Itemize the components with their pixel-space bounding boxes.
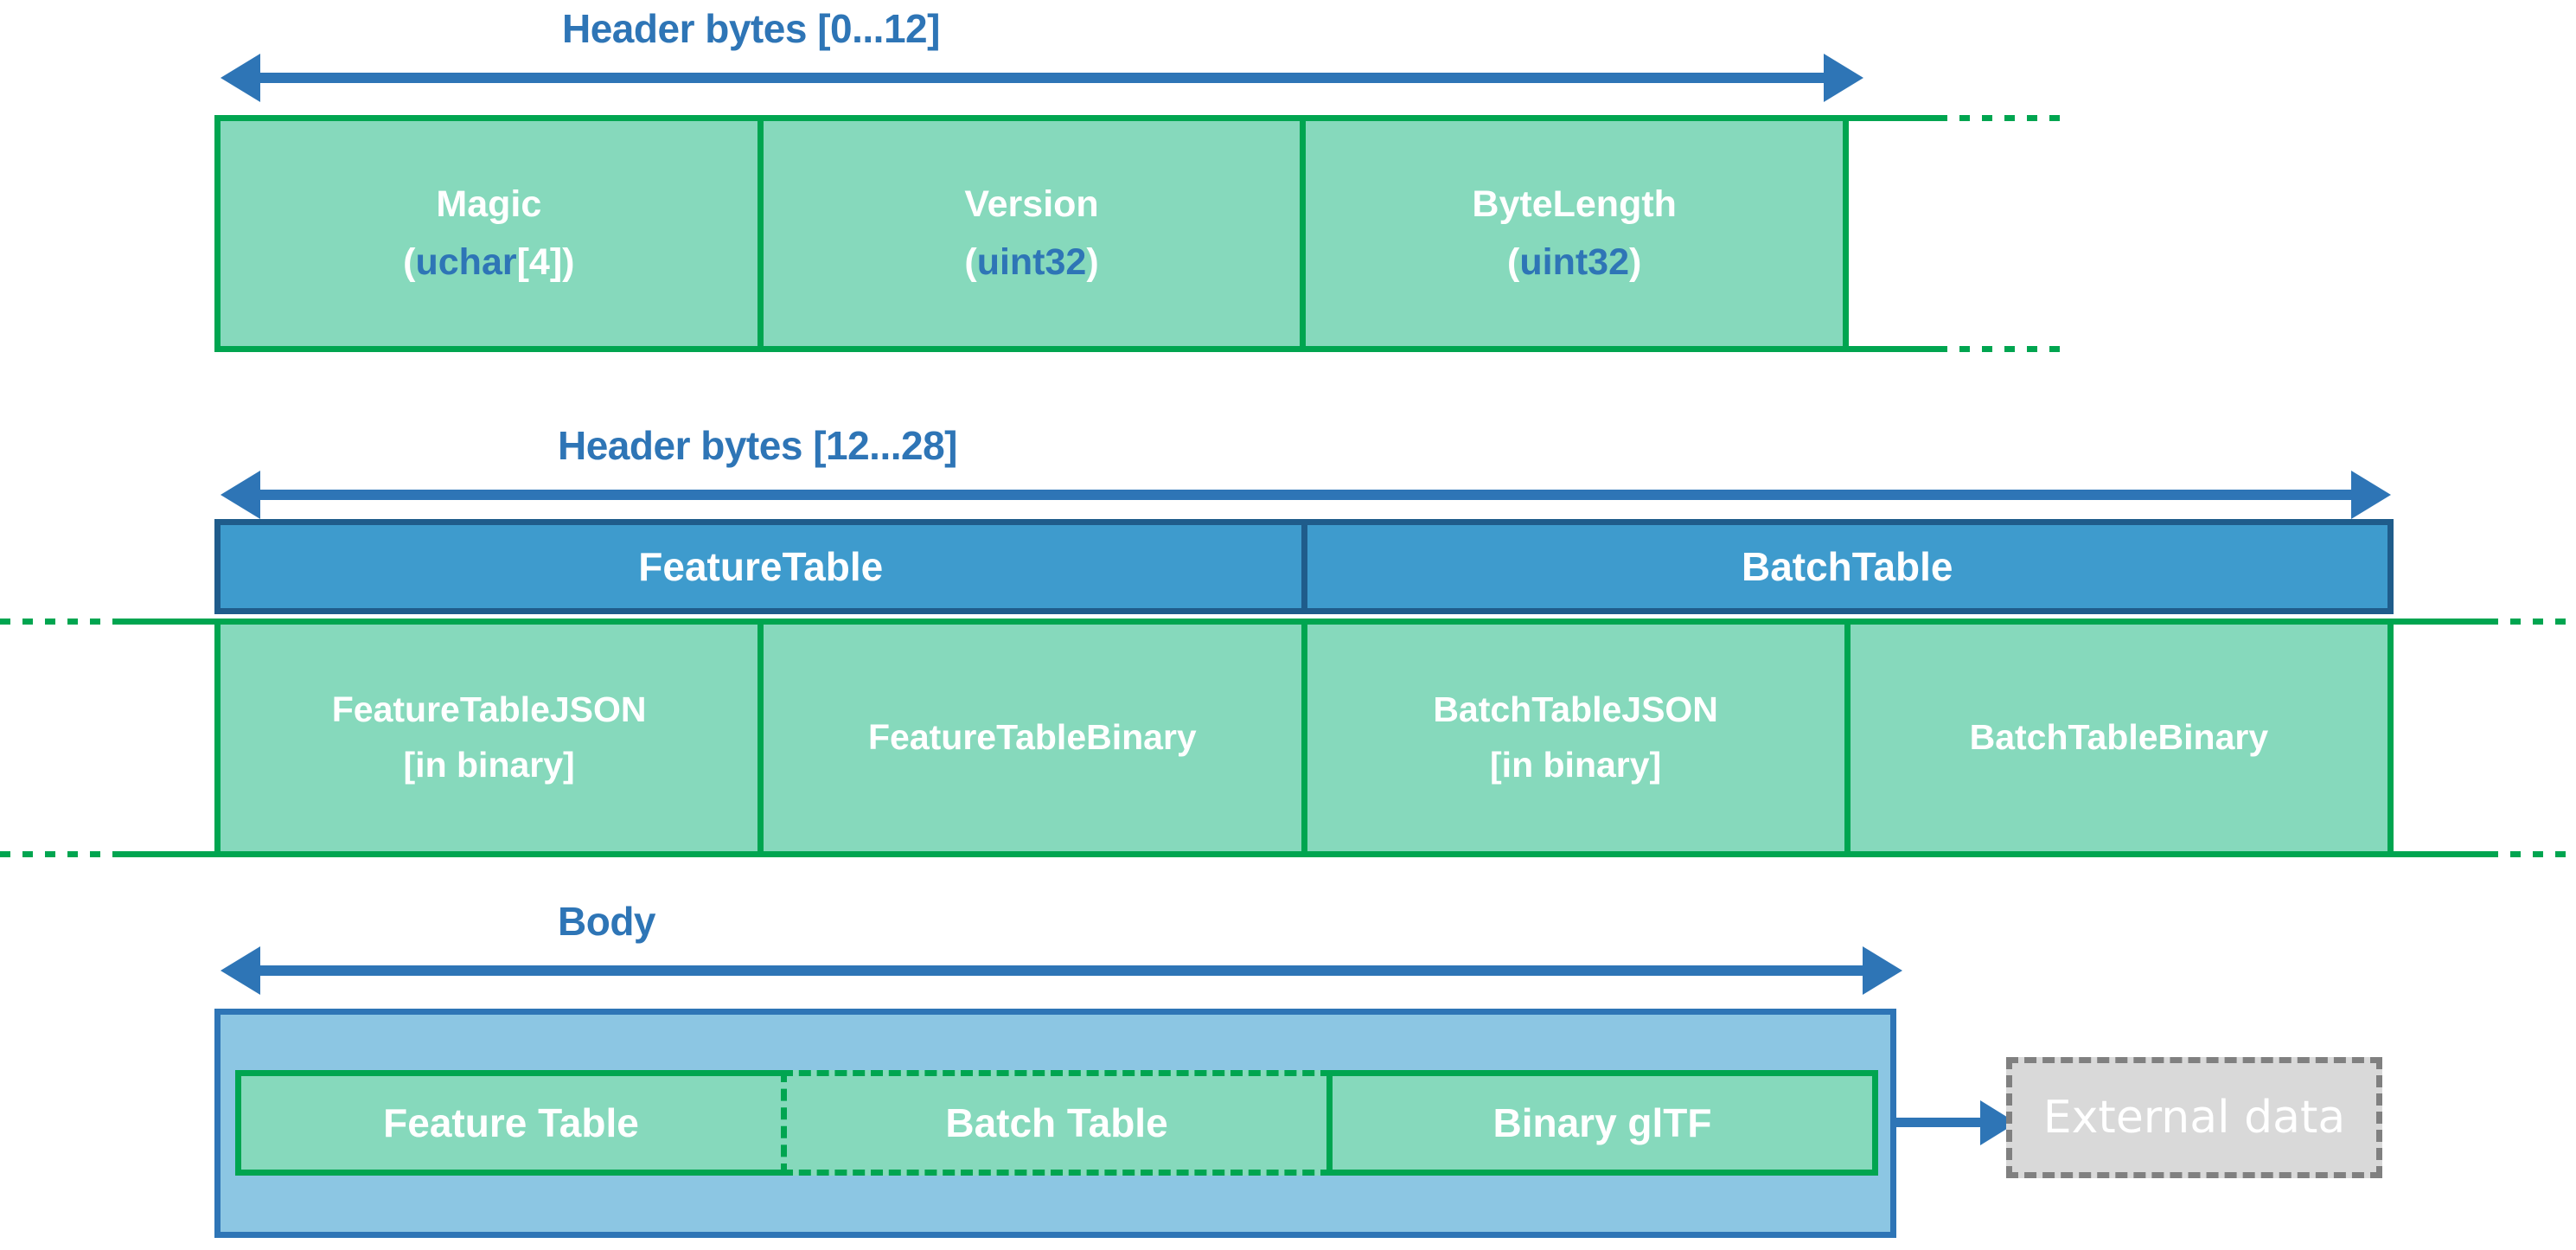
- header-0-12-top-continuation-dots: [1937, 115, 2071, 121]
- header-12-28-arrow-label: Header bytes [12...28]: [558, 423, 958, 468]
- external-data-box[interactable]: External data: [2006, 1057, 2382, 1178]
- group-bar-batchtable[interactable]: BatchTable: [1307, 525, 2387, 608]
- header-12-28-group-bar-row: FeatureTable BatchTable: [214, 519, 2394, 614]
- group-bar-featuretable[interactable]: FeatureTable: [221, 525, 1301, 608]
- arrow-head-right-icon: [1824, 54, 1863, 102]
- header-12-28-left-bottom-line: [112, 851, 221, 857]
- arrow-shaft: [255, 73, 1829, 83]
- field-bytelength[interactable]: ByteLength (uint32): [1300, 115, 1850, 352]
- field-batchtablejson[interactable]: BatchTableJSON [in binary]: [1301, 619, 1851, 857]
- header-12-28-left-bottom-dots: [0, 851, 112, 857]
- body-cell-binary-gltf[interactable]: Binary glTF: [1326, 1070, 1878, 1176]
- arrow-shaft: [255, 490, 2356, 500]
- header-12-28-right-bottom-line: [2388, 851, 2488, 857]
- field-bytelength-type: (uint32): [1507, 241, 1642, 283]
- header-0-12-top-continuation-line: [1842, 115, 1937, 121]
- arrow-shaft: [255, 965, 1868, 976]
- body-arrow: [221, 946, 1902, 995]
- header-0-12-arrow-label: Header bytes [0...12]: [562, 6, 940, 51]
- field-batchtablejson-line1: BatchTableJSON: [1433, 689, 1718, 730]
- field-magic-name: Magic: [436, 183, 542, 226]
- header-12-28-arrow: [221, 471, 2391, 519]
- field-featuretablejson-line2: [in binary]: [403, 745, 575, 785]
- field-featuretablebinary-line1: FeatureTableBinary: [867, 717, 1197, 758]
- arrow-head-right-icon: [1863, 946, 1902, 995]
- field-magic[interactable]: Magic (uchar[4]): [214, 115, 764, 352]
- field-featuretablejson[interactable]: FeatureTableJSON [in binary]: [214, 619, 764, 857]
- field-magic-type: (uchar[4]): [403, 241, 575, 283]
- field-featuretablejson-line1: FeatureTableJSON: [331, 689, 647, 730]
- header-12-28-row: FeatureTableJSON [in binary] FeatureTabl…: [214, 619, 2394, 857]
- header-0-12-row: Magic (uchar[4]) Version (uint32) ByteLe…: [214, 115, 1850, 352]
- header-12-28-left-top-line: [112, 619, 221, 625]
- arrow-head-left-icon: [221, 54, 260, 102]
- field-version[interactable]: Version (uint32): [757, 115, 1307, 352]
- header-0-12-bottom-continuation-line: [1842, 346, 1937, 352]
- header-12-28-left-top-dots: [0, 619, 112, 625]
- field-batchtablebinary[interactable]: BatchTableBinary: [1844, 619, 2394, 857]
- field-batchtablejson-line2: [in binary]: [1490, 745, 1662, 785]
- arrow-head-left-icon: [221, 471, 260, 519]
- arrow-head-left-icon: [221, 946, 260, 995]
- header-12-28-right-top-line: [2388, 619, 2488, 625]
- header-12-28-right-top-dots: [2488, 619, 2576, 625]
- body-cell-batch-table[interactable]: Batch Table: [781, 1070, 1333, 1176]
- field-version-type: (uint32): [964, 241, 1099, 283]
- external-data-arrow-shaft: [1894, 1118, 1989, 1127]
- body-inner-row: Feature Table Batch Table Binary glTF: [235, 1070, 1878, 1176]
- field-bytelength-name: ByteLength: [1472, 183, 1677, 226]
- field-featuretablebinary[interactable]: FeatureTableBinary: [757, 619, 1307, 857]
- header-0-12-arrow: [221, 54, 1863, 102]
- field-version-name: Version: [964, 183, 1099, 226]
- body-arrow-label: Body: [558, 899, 656, 944]
- arrow-head-right-icon: [2351, 471, 2391, 519]
- field-batchtablebinary-line1: BatchTableBinary: [1969, 717, 2269, 758]
- header-0-12-bottom-continuation-dots: [1937, 346, 2071, 352]
- header-12-28-right-bottom-dots: [2488, 851, 2576, 857]
- body-cell-feature-table[interactable]: Feature Table: [235, 1070, 787, 1176]
